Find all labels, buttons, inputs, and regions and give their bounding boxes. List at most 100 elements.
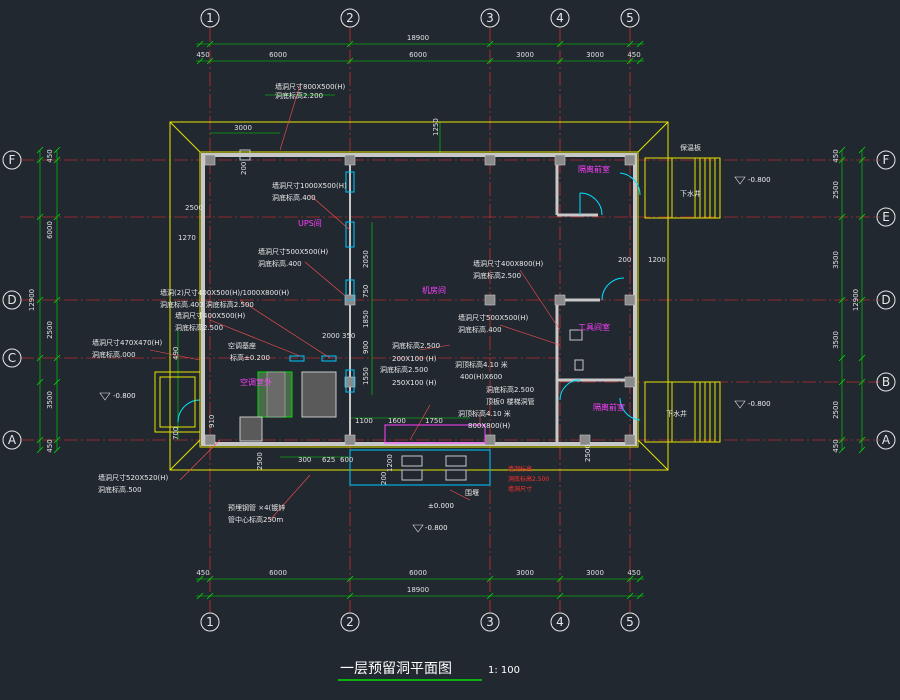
dim-tick: [556, 592, 564, 600]
dim-600: 600: [340, 456, 353, 464]
axis-bubble-row-A-right: A: [876, 430, 896, 450]
axis-bubble-label: F: [883, 153, 890, 167]
note-1b: 洞底标高.400: [272, 193, 316, 202]
dim-750: 750: [362, 285, 370, 298]
note-3a: 墙洞(2)尺寸400X500(H)/1000X800(H): [160, 288, 289, 297]
dim-tick: [838, 354, 846, 362]
column-2: [484, 154, 496, 166]
dim-tick: [53, 156, 61, 164]
axis-bubble-col-3-top: 3: [480, 8, 500, 28]
dim-2500a: 2500: [185, 204, 203, 212]
axis-bubble-label: 5: [626, 11, 634, 25]
red-notes: 墙洞标高 洞底标高2.500 墙洞尺寸: [508, 465, 549, 493]
dim-tick: [36, 354, 44, 362]
note-14: 保温板: [680, 143, 701, 152]
dim-490: 490: [172, 347, 180, 360]
top-seg-5: 450: [627, 51, 640, 59]
dim-200a: 200: [618, 256, 631, 264]
dim-tick: [838, 213, 846, 221]
axis-bubble-label: D: [881, 293, 890, 307]
column-6: [484, 294, 496, 306]
note-3b: 洞底标高.400 洞底标高2.500: [160, 300, 254, 309]
axis-bubble-col-1-bottom: 1: [200, 612, 220, 632]
drawing-title-block: 一层预留洞平面图 1: 100: [338, 661, 520, 681]
note-16: 下水井: [666, 409, 687, 418]
dim-tick: [206, 575, 214, 583]
dim-tick: [36, 296, 44, 304]
dim-tick: [36, 146, 44, 154]
top-seg-1: 6000: [269, 51, 287, 59]
dim-tick: [346, 57, 354, 65]
axis-bubble-row-B-right: B: [876, 372, 896, 392]
column-14: [554, 294, 566, 306]
axis-bubble-label: 4: [556, 615, 564, 629]
drawing-title: 一层预留洞平面图: [340, 661, 452, 677]
dim-tick: [196, 57, 204, 65]
left-dimension-labels: 12900 450 6000 2500 3500 450: [28, 149, 54, 452]
top-note-1: 墙洞尺寸800X500(H): [275, 82, 346, 91]
top-seg-0: 450: [196, 51, 209, 59]
axis-bubble-label: 4: [556, 11, 564, 25]
dim-tick: [858, 436, 866, 444]
left-seg-2: 2500: [46, 321, 54, 339]
dim-350: 350: [342, 332, 355, 340]
axis-bubble-label: F: [9, 153, 16, 167]
note-10d: 顶板0 楼梯洞管: [486, 397, 535, 406]
level-right-top: -0.800: [748, 176, 771, 184]
dim-tick: [636, 57, 644, 65]
note-17: 围堰: [465, 488, 479, 497]
axis-bubble-label: A: [8, 433, 17, 447]
axis-bubble-col-3-bottom: 3: [480, 612, 500, 632]
red-note-0: 墙洞标高: [508, 465, 532, 473]
dim-1200b: 1200: [386, 454, 394, 472]
level-marks: -0.800 -0.800 -0.800 -0.800 ±0.000: [99, 176, 771, 533]
column-11: [484, 434, 496, 446]
dim-tick: [858, 146, 866, 154]
column-10: [344, 434, 356, 446]
dim-tick: [636, 575, 644, 583]
red-note-1: 洞底标高2.500: [508, 475, 549, 483]
dim-1850: 1850: [362, 310, 370, 328]
note-7a: 墙洞尺寸500X500(H): [458, 313, 529, 322]
dim-tick: [346, 575, 354, 583]
note-11a: 空调基座: [228, 341, 256, 350]
axis-bubble-label: E: [882, 210, 890, 224]
dim-tick: [858, 446, 866, 454]
axis-bubble-label: 1: [206, 615, 214, 629]
dim-1550: 1550: [362, 367, 370, 385]
axis-bubble-col-4-bottom: 4: [550, 612, 570, 632]
axis-bubble-col-1-top: 1: [200, 8, 220, 28]
note-11b: 标高±0.200: [230, 353, 270, 362]
dim-tick: [486, 57, 494, 65]
note-9a: 200X100 (H): [392, 355, 437, 363]
dim-1200: 1200: [648, 256, 666, 264]
dim-tick: [858, 378, 866, 386]
note-7b: 洞底标高.400: [458, 325, 502, 334]
dim-tick: [36, 156, 44, 164]
axis-bubble-col-4-top: 4: [550, 8, 570, 28]
column-12: [579, 434, 591, 446]
bottom-seg-2: 6000: [409, 569, 427, 577]
axis-grid-lines: [20, 28, 880, 612]
dim-2500c: 2500: [256, 452, 264, 470]
column-15: [624, 376, 636, 388]
note-6a: 墙洞尺寸400X800(H): [473, 259, 544, 268]
column-13: [624, 434, 636, 446]
dim-200b: 200: [240, 162, 248, 175]
note-12b: 洞底标高.500: [98, 485, 142, 494]
dim-tick: [53, 446, 61, 454]
axis-bubble-col-2-top: 2: [340, 8, 360, 28]
axis-bubble-row-D-left: D: [2, 290, 22, 310]
axis-bubble-col-5-bottom: 5: [620, 612, 640, 632]
red-note-2: 墙洞尺寸: [508, 485, 532, 493]
note-12a: 墙洞尺寸520X520(H): [98, 473, 169, 482]
bottom-dimension-labels: 450 6000 6000 3000 3000 450 18900: [196, 569, 640, 594]
dim-tick: [838, 446, 846, 454]
inner-dimension-labels: 3000 1250 2500 1270 2050 750 1850 900 15…: [172, 118, 666, 485]
dim-900: 900: [362, 341, 370, 354]
dim-tick: [626, 592, 634, 600]
note-8: 洞底标高2.500: [392, 341, 440, 350]
axis-bubble-row-D-right: D: [876, 290, 896, 310]
doors: [177, 172, 641, 423]
